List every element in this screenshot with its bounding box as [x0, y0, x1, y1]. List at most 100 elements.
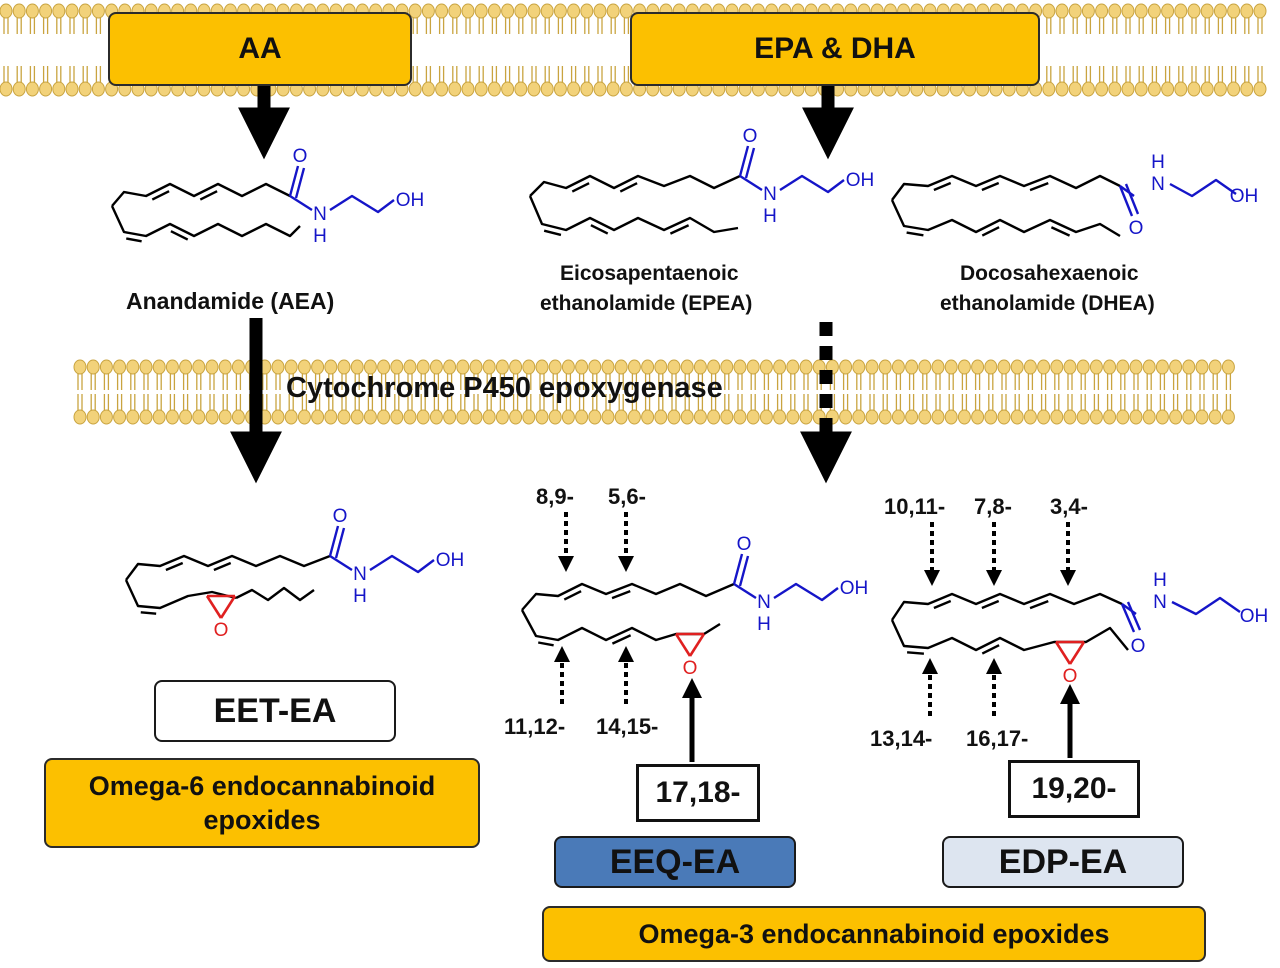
- lipid-head: [218, 409, 232, 425]
- eet-tail: [235, 586, 315, 602]
- dhea-name-line1: Docosahexaenoic: [960, 262, 1139, 285]
- eeq-epoxide-co1: [674, 633, 692, 657]
- eet-upper-chain: [125, 554, 331, 581]
- eet-epoxide-co1: [205, 595, 223, 619]
- eet-ea-box: EET-EA: [154, 680, 396, 742]
- lipid-head: [957, 359, 971, 375]
- eet-epoxide-o: O: [214, 620, 229, 641]
- lipid-head: [448, 3, 462, 19]
- lipid-head: [614, 409, 628, 425]
- lipid-head: [1195, 409, 1209, 425]
- lipid-head: [284, 359, 298, 375]
- lipid-head: [495, 359, 509, 375]
- lipid-head: [614, 359, 628, 375]
- eeq-db3: [538, 641, 554, 647]
- dhea-db1: [933, 181, 952, 192]
- epa-dha-label: EPA & DHA: [754, 32, 916, 65]
- lipid-head: [1208, 409, 1222, 425]
- lipid-head: [1134, 81, 1148, 97]
- lipid-head: [324, 359, 338, 375]
- dhea-chain: [1169, 178, 1237, 198]
- lipid-head: [1147, 3, 1161, 19]
- lipid-head: [641, 409, 655, 425]
- lipid-head: [165, 409, 179, 425]
- lipid-head: [1240, 3, 1254, 19]
- lipid-head: [421, 81, 435, 97]
- lipid-head: [487, 81, 501, 97]
- lipid-head: [363, 409, 377, 425]
- lipid-head: [231, 409, 245, 425]
- dhea-oh: OH: [1230, 186, 1259, 207]
- lipid-head: [443, 409, 457, 425]
- lipid-head: [1253, 3, 1267, 19]
- dhea-db3: [1029, 181, 1049, 192]
- eeq-head-cn: [733, 582, 757, 600]
- eet-head-co2: [334, 527, 346, 559]
- lipid-head: [561, 409, 575, 425]
- lipid-head: [878, 409, 892, 425]
- lipid-head: [667, 409, 681, 425]
- lipid-head: [918, 359, 932, 375]
- edp-db4: [907, 651, 925, 655]
- eet-head-cn: [329, 554, 353, 572]
- lipid-head: [878, 359, 892, 375]
- lipid-head: [1116, 409, 1130, 425]
- lipid-head: [588, 409, 602, 425]
- lipid-head: [1174, 3, 1188, 19]
- lipid-head: [567, 3, 581, 19]
- eet-head-o: O: [333, 506, 348, 527]
- omega6-line2: epoxides: [203, 805, 321, 835]
- lipid-head: [905, 359, 919, 375]
- lipid-head: [891, 409, 905, 425]
- lipid-head: [408, 3, 422, 19]
- aea-head-chain: [329, 194, 395, 214]
- lipid-head: [1142, 359, 1156, 375]
- lipid-head: [495, 409, 509, 425]
- lipid-head: [39, 81, 53, 97]
- lipid-head: [443, 359, 457, 375]
- lipid-head: [461, 81, 475, 97]
- lipid-head: [931, 409, 945, 425]
- aea-name: Anandamide (AEA): [126, 288, 335, 314]
- eeq-db4: [611, 634, 632, 645]
- lipid-head: [474, 81, 488, 97]
- lipid-head: [580, 3, 594, 19]
- lipid-head: [1010, 409, 1024, 425]
- lipid-head: [482, 409, 496, 425]
- lipid-head: [997, 359, 1011, 375]
- lipid-head: [73, 409, 87, 425]
- lipid-head: [667, 359, 681, 375]
- lipid-head: [746, 359, 760, 375]
- edp-pos-7-8: 7,8-: [974, 494, 1012, 519]
- lipid-head: [1089, 359, 1103, 375]
- omega3-label: Omega-3 endocannabinoid epoxides: [638, 918, 1110, 949]
- lipid-head: [1208, 359, 1222, 375]
- lipid-head: [78, 3, 92, 19]
- dhea-lower-chain: [890, 199, 1121, 238]
- lipid-head: [1182, 409, 1196, 425]
- lipid-head: [403, 359, 417, 375]
- omega3-box: Omega-3 endocannabinoid epoxides: [542, 906, 1206, 962]
- lipid-head: [337, 359, 351, 375]
- lipid-head: [429, 359, 443, 375]
- lipid-head: [1042, 3, 1056, 19]
- lipid-head: [91, 3, 105, 19]
- lipid-head: [619, 81, 633, 97]
- lipid-head: [654, 359, 668, 375]
- lipid-head: [759, 359, 773, 375]
- lipid-head: [1068, 3, 1082, 19]
- lipid-head: [535, 409, 549, 425]
- lipid-head: [1050, 409, 1064, 425]
- lipid-head: [1095, 3, 1109, 19]
- lipid-head: [1221, 409, 1235, 425]
- lipid-head: [720, 359, 734, 375]
- lipid-head: [1108, 3, 1122, 19]
- lipid-head: [680, 409, 694, 425]
- lipid-head: [1213, 3, 1227, 19]
- lipid-head: [284, 409, 298, 425]
- lipid-head: [759, 409, 773, 425]
- lipid-head: [865, 409, 879, 425]
- lipid-head: [126, 409, 140, 425]
- eeq-db1: [563, 590, 582, 601]
